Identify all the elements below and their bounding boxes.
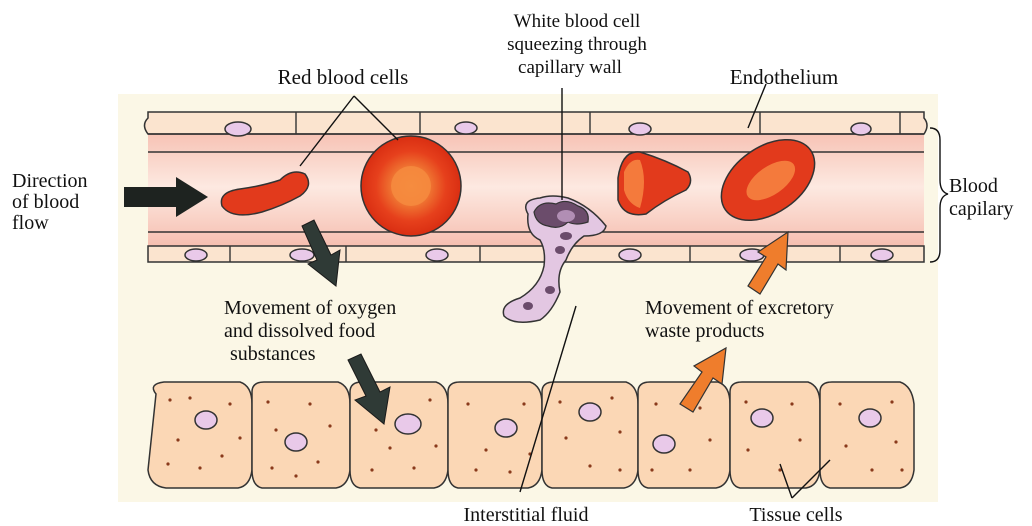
label-interstitial-fluid: Interstitial fluid [464, 504, 589, 526]
label-direction-line2: of blood [12, 191, 79, 213]
label-oxygen-line3: substances [230, 343, 316, 365]
label-oxygen-line1: Movement of oxygen [224, 297, 396, 319]
label-endothelium: Endothelium [730, 65, 839, 89]
tissue-cells [148, 382, 914, 488]
label-wbc-line2: squeezing through [507, 34, 647, 55]
label-wbc-line3: capillary wall [518, 57, 622, 78]
label-tissue-cells: Tissue cells [749, 504, 842, 526]
label-red-blood-cells: Red blood cells [278, 65, 409, 89]
label-capillary-line2: capilary [949, 198, 1013, 220]
label-direction-line3: flow [12, 212, 49, 234]
lower-endothelium-wall [148, 246, 924, 262]
label-excretory-line2: waste products [645, 320, 765, 342]
label-excretory-line1: Movement of excretory [645, 297, 834, 319]
label-direction-line1: Direction [12, 170, 88, 192]
label-capillary-line1: Blood [949, 175, 998, 197]
label-oxygen-line2: and dissolved food [224, 320, 375, 342]
upper-endothelium-wall [145, 112, 928, 134]
label-wbc-line1: White blood cell [514, 11, 641, 32]
